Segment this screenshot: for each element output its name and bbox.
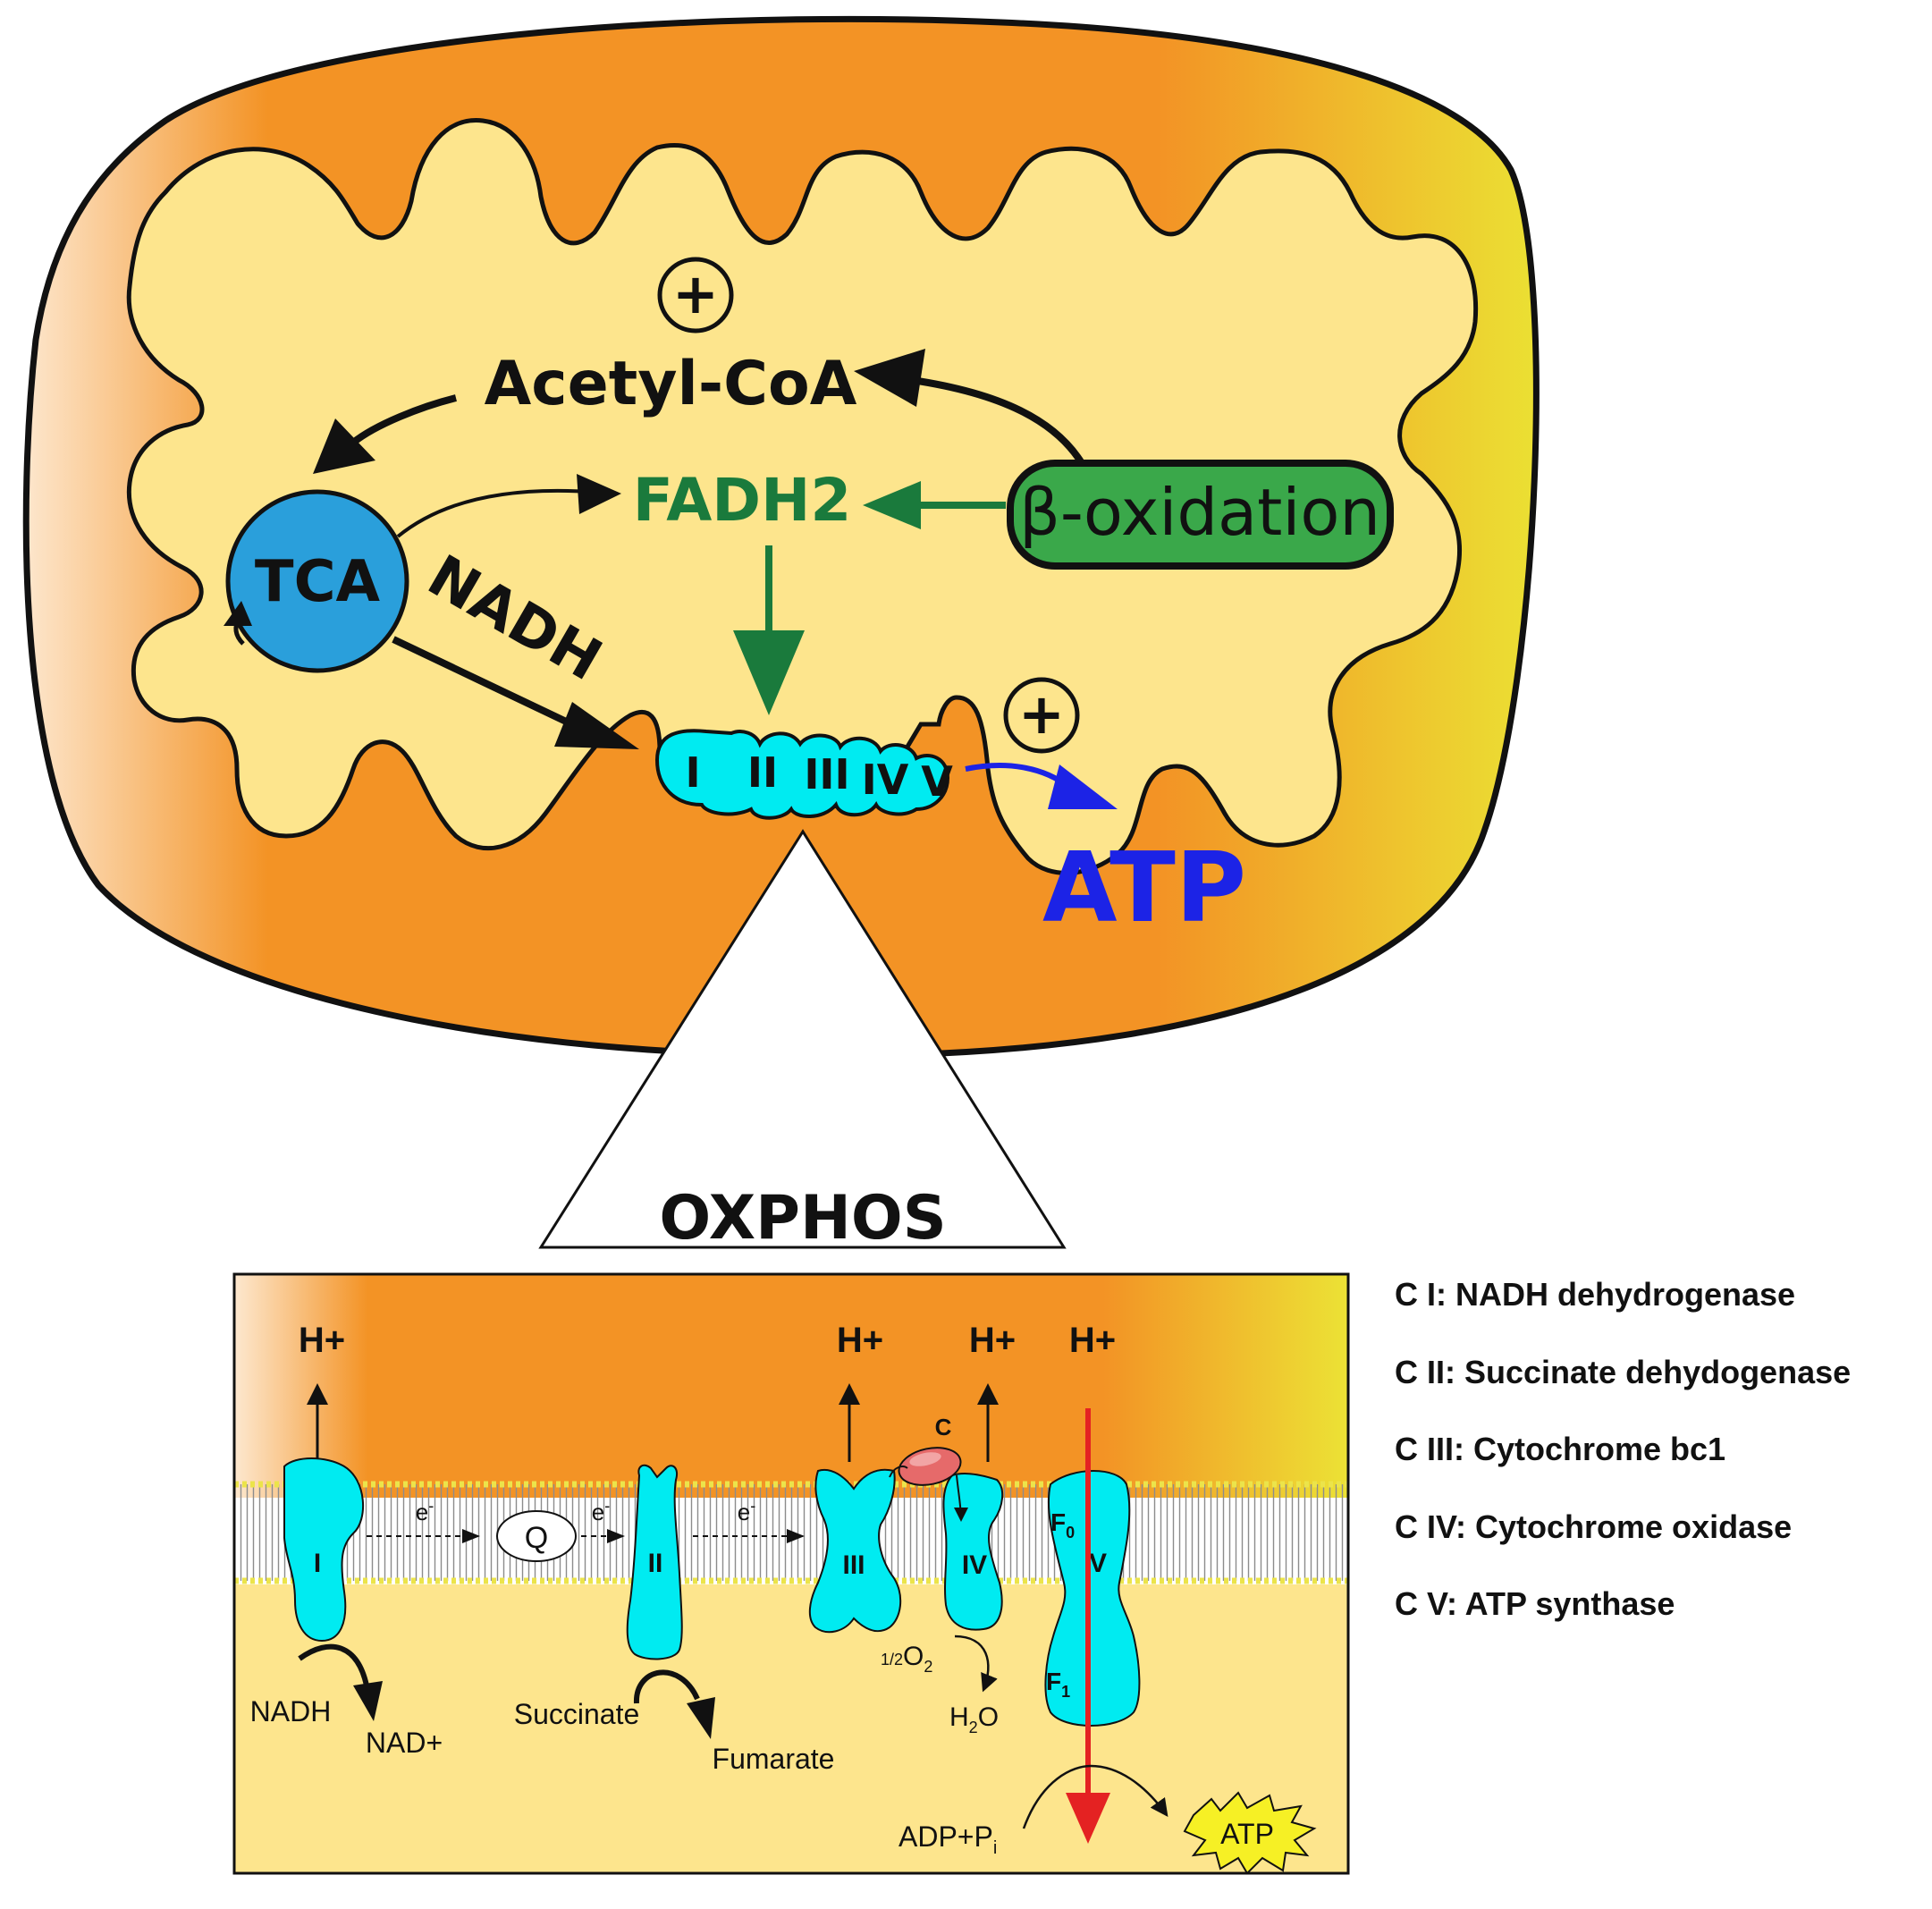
mito-complex-iv: IV xyxy=(862,756,909,804)
legend-complex-iii: C III: Cytochrome bc1 xyxy=(1395,1431,1725,1467)
beta-oxidation-box: β-oxidation xyxy=(1007,460,1394,570)
half-o2-label: 1/2O2 xyxy=(881,1642,932,1676)
fumarate-label: Fumarate xyxy=(713,1743,835,1775)
tca-label: TCA xyxy=(255,549,381,615)
arrow-tca-to-complexes xyxy=(392,636,583,732)
arrowhead-complexes-green xyxy=(733,630,805,715)
complex-i: I xyxy=(283,1457,365,1643)
acetyl-coa-label: Acetyl-CoA xyxy=(485,349,857,419)
complexes-mito: I II III IV V xyxy=(654,729,953,820)
h-plus-label-iv: H+ xyxy=(969,1321,1016,1360)
ubiquinone-q xyxy=(496,1510,577,1562)
q-label: Q xyxy=(525,1521,548,1555)
arrow-acetylcoa-to-tca xyxy=(350,394,457,446)
oxygen-reaction-arrow xyxy=(954,1634,998,1693)
f1-label: F1 xyxy=(1046,1668,1070,1701)
arrow-beta-to-acetylcoa xyxy=(911,376,1085,466)
arrowhead-fadh2-thin xyxy=(577,474,621,514)
nadh-reaction-arrow xyxy=(298,1643,369,1686)
tca-cycle: TCA xyxy=(224,489,409,673)
electron-label-3: e- xyxy=(738,1497,755,1525)
h-plus-label-i: H+ xyxy=(299,1321,345,1360)
zoom-triangle xyxy=(538,829,1067,1249)
arrow-tca-to-fadh2 xyxy=(396,488,591,538)
mito-complex-iii: III xyxy=(804,750,849,798)
nadh-matrix-label: NADH xyxy=(250,1695,332,1727)
h-plus-label-v: H+ xyxy=(1069,1321,1116,1360)
complex-v: F0 V F1 xyxy=(1044,1470,1141,1727)
inner-membrane-cristae xyxy=(126,118,1479,875)
adp-pi-label: ADP+Pi xyxy=(899,1820,997,1858)
arrowhead-tca xyxy=(313,418,375,474)
atp-starburst: ATP xyxy=(1183,1791,1317,1875)
electron-label-2: e- xyxy=(592,1497,610,1525)
proton-pumps: H+ H+ H+ H+ xyxy=(299,1321,1116,1466)
plus-circle-top: + xyxy=(657,257,734,334)
oxphos-panel xyxy=(232,1272,1350,1875)
complex-iii: III xyxy=(808,1468,902,1634)
atp-label-mito: ATP xyxy=(1042,832,1246,944)
legend-complex-iv: C IV: Cytochrome oxidase xyxy=(1395,1508,1792,1545)
atp-starburst-label: ATP xyxy=(1220,1818,1274,1850)
complex-v-label: V xyxy=(1089,1549,1107,1578)
plus-circle-right: + xyxy=(1003,677,1080,754)
complex-ii: II xyxy=(626,1464,683,1660)
electron-flow: e- Q e- e- xyxy=(367,1497,805,1562)
arrowhead-acetylcoa xyxy=(854,349,925,407)
cytochrome-c-label: C xyxy=(935,1414,952,1440)
h-plus-label-iii: H+ xyxy=(837,1321,883,1360)
legend-complex-v: C V: ATP synthase xyxy=(1395,1585,1675,1622)
matrix-reactions: NADH NAD+ Succinate Fumarate 1/2O2 H2O A… xyxy=(250,1634,1168,1858)
complex-i-label: I xyxy=(314,1549,321,1578)
legend: C I: NADH dehydrogenase C II: Succinate … xyxy=(1395,1276,1851,1622)
plus-sign-right: + xyxy=(1018,681,1065,747)
mito-complex-i: I xyxy=(685,748,700,797)
atp-synthesis-arc xyxy=(1022,1764,1168,1829)
complex-iv-label: IV xyxy=(962,1550,987,1580)
nad-plus-label: NAD+ xyxy=(366,1727,443,1759)
legend-complex-ii: C II: Succinate dehydogenase xyxy=(1395,1354,1851,1390)
arrowhead-atp-blue xyxy=(1048,764,1118,809)
mitochondrion xyxy=(22,15,1540,1060)
succinate-label: Succinate xyxy=(514,1698,640,1730)
beta-oxidation-label: β-oxidation xyxy=(1019,475,1380,550)
arrowhead-beta-fadh2 xyxy=(863,481,921,529)
legend-complex-i: C I: NADH dehydrogenase xyxy=(1395,1276,1795,1313)
complex-ii-label: II xyxy=(648,1549,663,1578)
electron-label-1: e- xyxy=(416,1497,434,1525)
mito-complex-ii: II xyxy=(747,748,778,797)
succinate-reaction-arrow xyxy=(633,1669,700,1704)
f0-label: F0 xyxy=(1050,1508,1075,1542)
arrowhead-nadh xyxy=(554,702,639,749)
complex-iii-label: III xyxy=(842,1550,865,1580)
oxphos-title: OXPHOS xyxy=(659,1183,946,1254)
fadh2-label: FADH2 xyxy=(633,466,852,535)
cytochrome-c: C xyxy=(889,1414,968,1522)
mito-complex-v: V xyxy=(921,757,953,806)
plus-sign-top: + xyxy=(672,261,719,326)
h2o-label: H2O xyxy=(949,1702,999,1736)
proton-flow-arrowhead xyxy=(1066,1793,1110,1844)
